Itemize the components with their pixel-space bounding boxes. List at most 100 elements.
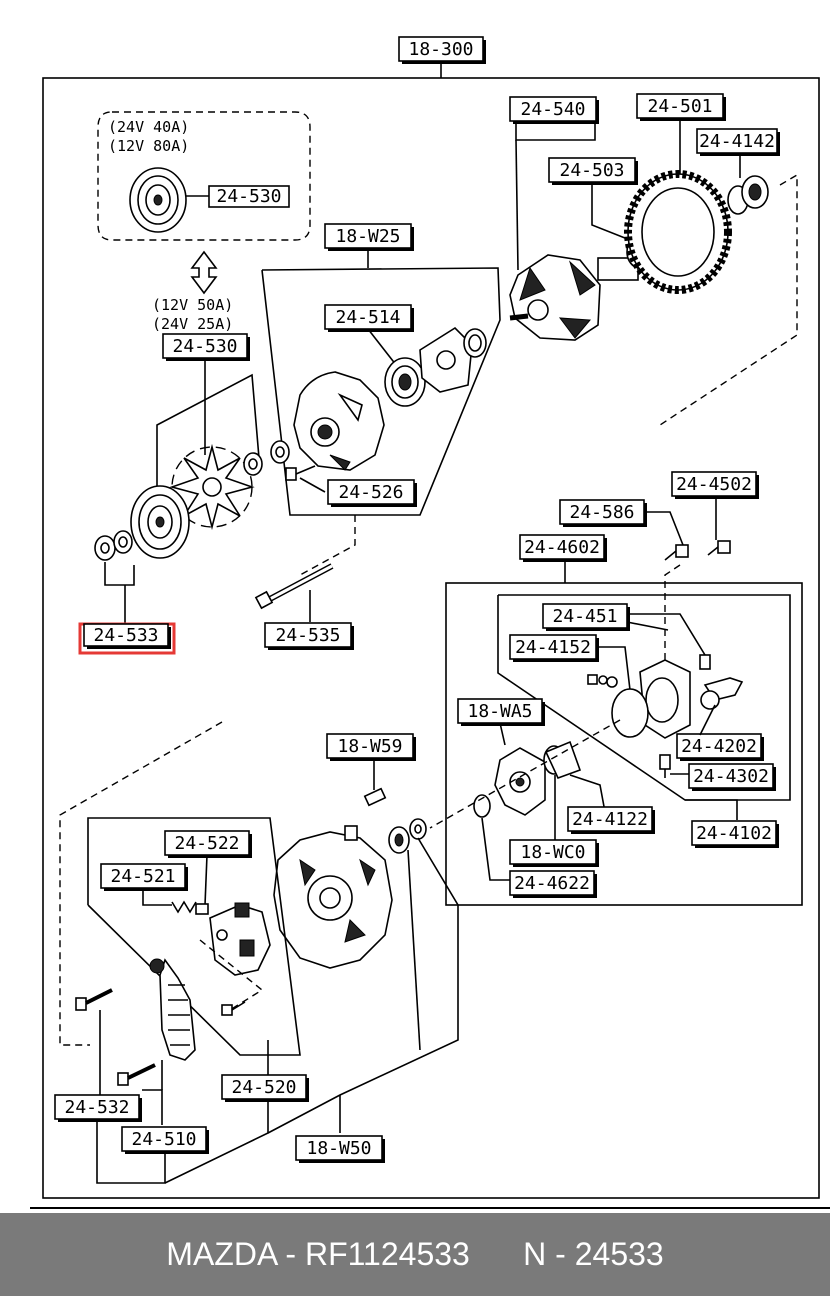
label-24-510[interactable]: 24-510 — [121, 1126, 209, 1154]
svg-text:24-521: 24-521 — [110, 866, 175, 887]
svg-text:24-530: 24-530 — [216, 186, 281, 207]
label-18-w50[interactable]: 18-W50 — [295, 1135, 385, 1163]
svg-text:24-4602: 24-4602 — [524, 537, 600, 558]
label-24-586[interactable]: 24-586 — [559, 499, 647, 527]
svg-text:24-533: 24-533 — [93, 625, 158, 646]
rear-housing-icon — [273, 825, 393, 969]
group-label-18-300[interactable]: 18-300 — [398, 36, 486, 64]
pulley-icon — [130, 485, 190, 559]
label-24-4602[interactable]: 24-4602 — [519, 534, 607, 562]
label-18-w25[interactable]: 18-W25 — [324, 223, 414, 251]
diagram-reference: N - 24533 — [523, 1236, 664, 1272]
rear-assembly-frame — [445, 582, 803, 906]
diagram-frame — [42, 77, 820, 1199]
svg-text:24-514: 24-514 — [335, 307, 400, 328]
svg-text:24-526: 24-526 — [338, 482, 403, 503]
svg-text:24-4142: 24-4142 — [699, 131, 775, 152]
svg-text:24-4302: 24-4302 — [693, 766, 769, 787]
bolt-24-4502-icon — [707, 540, 731, 556]
label-18-wa5[interactable]: 18-WA5 — [457, 698, 545, 726]
brush-screw-icon — [221, 1001, 246, 1016]
svg-text:18-WA5: 18-WA5 — [467, 701, 532, 722]
label-24-4152[interactable]: 24-4152 — [509, 634, 599, 662]
stator-icon — [624, 170, 732, 294]
label-24-533-highlighted[interactable]: 24-533 — [78, 622, 176, 655]
front-bracket-icon — [293, 371, 385, 471]
svg-text:24-4122: 24-4122 — [572, 809, 648, 830]
svg-text:18-300: 18-300 — [408, 39, 473, 60]
label-24-4122[interactable]: 24-4122 — [567, 806, 655, 834]
nut-washer-icon — [94, 530, 133, 561]
label-24-501[interactable]: 24-501 — [636, 93, 726, 121]
label-24-530[interactable]: 24-530 — [162, 333, 250, 361]
label-24-535[interactable]: 24-535 — [264, 622, 354, 650]
footer-gap — [470, 1236, 523, 1273]
svg-text:24-501: 24-501 — [647, 96, 712, 117]
svg-text:24-510: 24-510 — [131, 1129, 196, 1150]
brush-holder-icon — [209, 902, 271, 976]
front-seal-icon — [463, 328, 487, 358]
label-24-451[interactable]: 24-451 — [542, 603, 630, 631]
svg-text:24-532: 24-532 — [64, 1097, 129, 1118]
label-18-wc0[interactable]: 18-WC0 — [509, 839, 599, 867]
bracket-spacer-icon — [270, 440, 290, 464]
cooling-fan-icon — [169, 443, 255, 531]
svg-text:24-451: 24-451 — [552, 606, 617, 627]
svg-text:24-540: 24-540 — [520, 99, 585, 120]
svg-text:24-586: 24-586 — [569, 502, 634, 523]
option-b-line-2: (24V 25A) — [152, 315, 233, 333]
label-24-540[interactable]: 24-540 — [509, 96, 599, 124]
label-24-4142[interactable]: 24-4142 — [696, 128, 780, 156]
label-24-4302[interactable]: 24-4302 — [688, 763, 776, 791]
housing-washer-icon — [409, 818, 427, 840]
svg-text:18-W50: 18-W50 — [306, 1138, 371, 1159]
svg-text:18-WC0: 18-WC0 — [520, 842, 585, 863]
label-24-4102[interactable]: 24-4102 — [691, 820, 779, 848]
vacuum-pump-rotor-icon — [494, 747, 546, 816]
label-24-521[interactable]: 24-521 — [100, 863, 188, 891]
vacuum-fitting-icon — [699, 654, 744, 710]
svg-text:24-4102: 24-4102 — [696, 823, 772, 844]
rectifier-icon — [149, 958, 196, 1061]
label-24-503[interactable]: 24-503 — [548, 157, 638, 185]
svg-text:24-4622: 24-4622 — [514, 873, 590, 894]
rotor-icon — [509, 254, 639, 341]
svg-text:24-4502: 24-4502 — [676, 474, 752, 495]
label-24-532[interactable]: 24-532 — [54, 1094, 142, 1122]
rectifier-screw-bottom-icon — [117, 1063, 156, 1086]
svg-text:24-522: 24-522 — [174, 833, 239, 854]
svg-text:18-W59: 18-W59 — [337, 736, 402, 757]
o-ring-icon — [611, 688, 649, 738]
pulley-top-icon — [129, 167, 187, 233]
svg-text:24-503: 24-503 — [559, 160, 624, 181]
screw-icon — [285, 465, 316, 481]
rear-cover-icon — [639, 659, 691, 739]
label-24-4202[interactable]: 24-4202 — [676, 733, 764, 761]
label-24-530-top[interactable]: 24-530 — [208, 185, 290, 208]
part-number-footer: MAZDA - RF1124533 N - 24533 — [0, 1213, 830, 1296]
label-18-w59[interactable]: 18-W59 — [326, 733, 416, 761]
svg-text:24-4152: 24-4152 — [515, 637, 591, 658]
through-bolt-icon — [254, 563, 334, 610]
bearing-icon — [384, 357, 426, 407]
label-24-522[interactable]: 24-522 — [164, 830, 252, 858]
label-24-526[interactable]: 24-526 — [327, 479, 417, 507]
vane-assembly-icon — [543, 740, 582, 780]
rear-bearing-icon — [727, 175, 769, 215]
label-24-4622[interactable]: 24-4622 — [509, 870, 597, 898]
interchange-arrow-icon — [190, 250, 218, 295]
bolt-24-586-icon — [664, 544, 689, 561]
parts-diagram: 18-300 (24V 40A) (12V 80A) 24-530 (12V 5… — [30, 36, 830, 1209]
label-24-520[interactable]: 24-520 — [221, 1074, 309, 1102]
option-a-line-2: (12V 80A) — [108, 137, 189, 155]
brush-spring-icon — [171, 900, 209, 915]
housing-nut-icon — [388, 826, 410, 854]
label-24-514[interactable]: 24-514 — [324, 304, 414, 332]
svg-text:24-535: 24-535 — [275, 625, 340, 646]
regulator-frame — [87, 817, 301, 1056]
small-screws-icon — [587, 674, 618, 688]
option-a-line-1: (24V 40A) — [108, 118, 189, 136]
spacer-icon — [243, 452, 263, 476]
rectifier-screw-top-icon — [75, 988, 113, 1011]
label-24-4502[interactable]: 24-4502 — [671, 471, 759, 499]
